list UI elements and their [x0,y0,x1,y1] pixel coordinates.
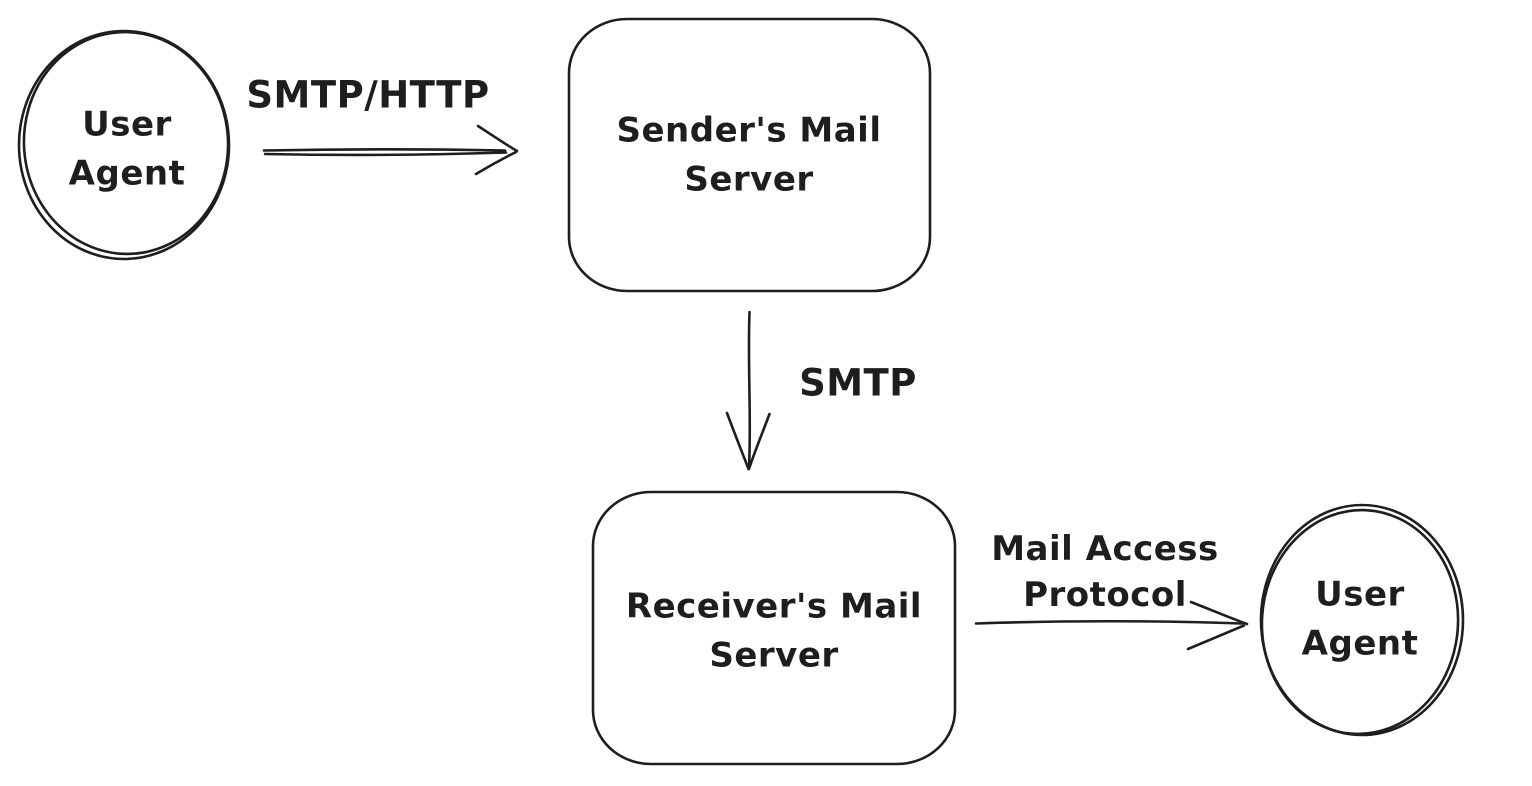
edge-smtp-label: SMTP [799,361,917,405]
node-user-agent-receiver-shape [1259,503,1465,737]
edge-smtp-http-arrow [262,124,519,176]
node-senders-mail-server-shape [567,17,932,293]
node-senders-mail-server-label: Sender's Mail Server [616,110,882,200]
edge-smtp-arrow [725,310,771,471]
edge-mail-access-protocol-arrow [974,600,1249,651]
node-receivers-mail-server-shape [591,490,957,766]
node-user-agent-sender-shape [17,29,231,261]
node-user-agent-sender-label: User Agent [68,104,186,194]
node-receivers-mail-server-label: Receiver's Mail Server [625,586,923,676]
edge-smtp-http-label: SMTP/HTTP [246,73,490,117]
edge-mail-access-protocol-label: Mail Access Protocol [991,528,1219,615]
node-user-agent-receiver-label: User Agent [1301,574,1419,664]
